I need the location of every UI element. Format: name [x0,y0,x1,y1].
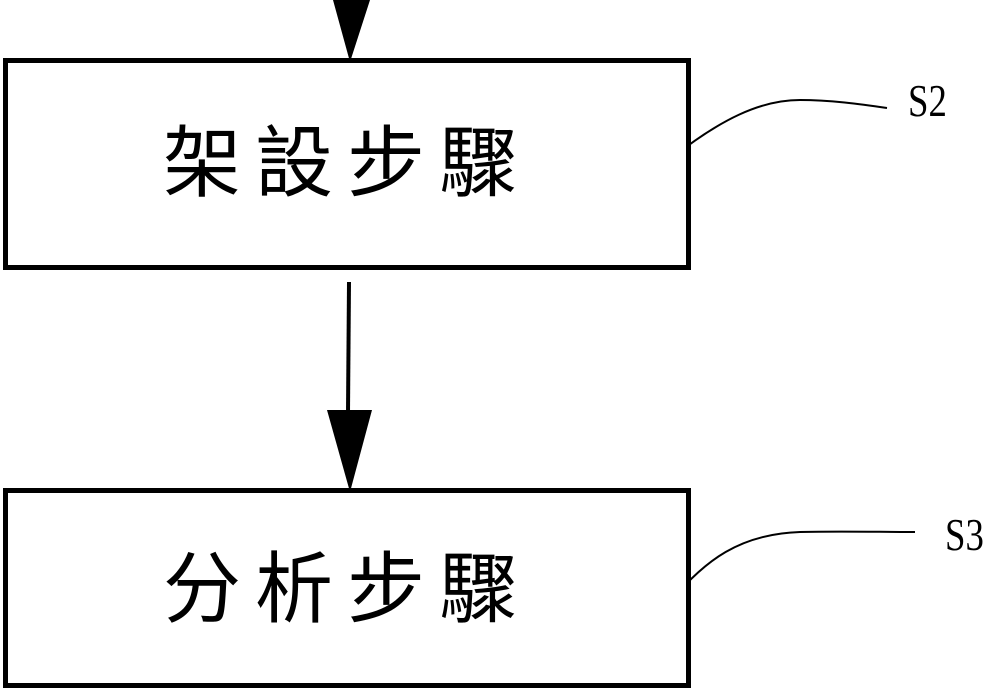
step-label-s3: 分析步驟 [162,545,531,635]
step-label-s2: 架設步驟 [162,119,531,209]
arrowhead-into-s3 [327,410,372,492]
arrowhead-into-s2 [333,0,370,62]
ref-label-s3: S3 [945,509,984,560]
step-box-s3: 分析步驟 [3,488,691,688]
ref-label-s2: S2 [908,75,947,126]
step-box-s2: 架設步驟 [3,58,691,270]
leader-line-s2 [672,98,888,158]
diagram-connectors [327,0,916,603]
edge-s2-to-s3-line [346,281,351,413]
leader-line-s3 [669,530,916,603]
